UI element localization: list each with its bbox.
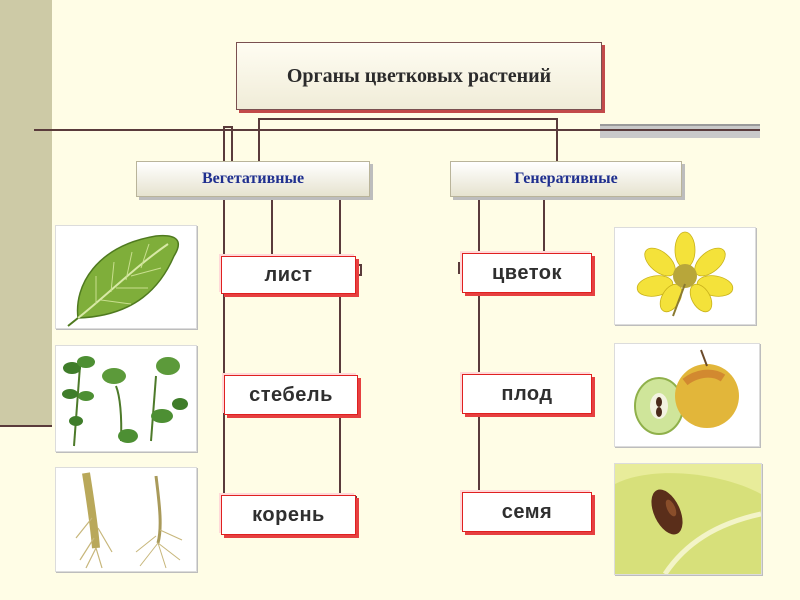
leaf-image	[55, 225, 197, 329]
connector-line	[258, 130, 260, 162]
connector-line	[223, 126, 233, 128]
organ-fruit: плод	[462, 374, 592, 414]
organ-seed: семя	[462, 492, 592, 532]
connector-line	[543, 197, 545, 255]
organ-leaf: лист	[221, 256, 356, 294]
left-decor-line	[0, 425, 52, 427]
organ-stem: стебель	[224, 375, 358, 415]
connector-line	[458, 262, 460, 274]
connector-line	[356, 264, 362, 266]
connector-line	[458, 272, 464, 274]
apple-image	[614, 343, 760, 447]
root-image	[55, 467, 197, 572]
seed-image	[614, 463, 762, 575]
connector-line	[360, 264, 362, 276]
header-rule	[34, 129, 760, 131]
organ-flower: цветок	[462, 253, 592, 293]
connector-line	[231, 126, 233, 162]
connector-line	[556, 118, 558, 132]
connector-line	[271, 197, 273, 257]
connector-line	[258, 118, 558, 120]
connector-line	[223, 126, 225, 162]
connector-line	[356, 274, 362, 276]
connector-line	[258, 118, 260, 132]
diagram-title: Органы цветковых растений	[236, 42, 602, 110]
plant-sprouts-image	[55, 345, 197, 452]
left-decor-bar	[0, 0, 52, 425]
vegetative-category: Вегетативные	[136, 161, 370, 197]
flower-image	[614, 227, 756, 325]
connector-line	[223, 197, 225, 497]
connector-line	[478, 197, 480, 497]
organ-root: корень	[221, 495, 356, 535]
connector-line	[339, 536, 357, 538]
connector-line	[355, 496, 357, 538]
connector-line	[556, 130, 558, 162]
connector-line	[458, 262, 464, 264]
generative-category: Генеративные	[450, 161, 682, 197]
right-decor-accent	[600, 124, 760, 138]
connector-line	[339, 197, 341, 537]
